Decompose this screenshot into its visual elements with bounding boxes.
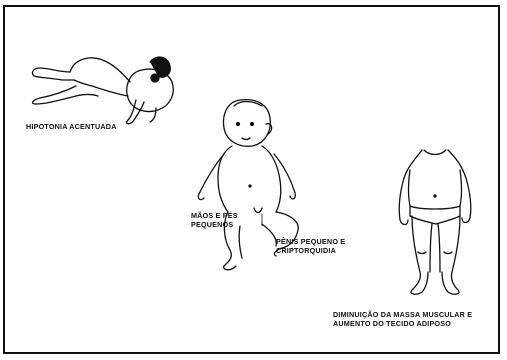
label-hands-feet-line1: MÃOS E PÉS [191, 211, 238, 220]
label-penis-line2: CRIPTORQUIDIA [276, 246, 345, 255]
label-muscle-fat-line1: DIMINUIÇÃO DA MASSA MUSCULAR E [333, 310, 472, 319]
label-penis: PÊNIS PEQUENO E CRIPTORQUIDIA [276, 237, 345, 255]
label-penis-line1: PÊNIS PEQUENO E [276, 237, 345, 246]
label-hands-feet: MÃOS E PÉS PEQUENOS [191, 211, 238, 229]
standing-child-illustration [399, 150, 471, 294]
hypotonic-infant-illustration [32, 57, 173, 124]
label-hypotonia-text: HIPOTONIA ACENTUADA [26, 122, 117, 131]
label-muscle-fat-line2: AUMENTO DO TECIDO ADIPOSO [333, 319, 472, 328]
label-hypotonia: HIPOTONIA ACENTUADA [26, 122, 117, 131]
label-hands-feet-line2: PEQUENOS [191, 220, 238, 229]
label-muscle-fat: DIMINUIÇÃO DA MASSA MUSCULAR E AUMENTO D… [333, 310, 472, 328]
